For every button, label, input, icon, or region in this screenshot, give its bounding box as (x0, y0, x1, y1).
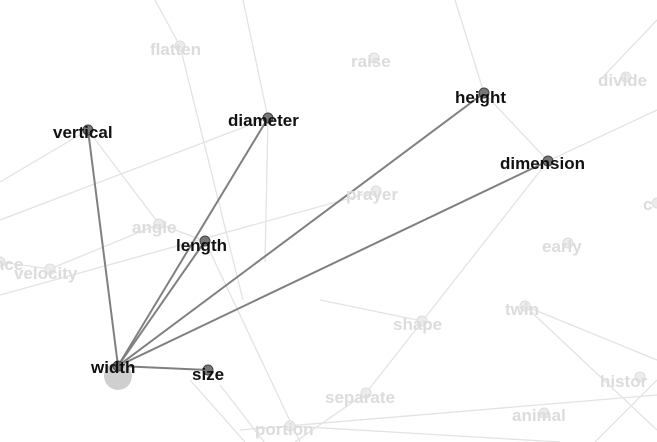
faded-edge (49, 223, 160, 270)
faded-edge (204, 240, 301, 442)
faded-edge (154, 0, 181, 47)
label-portion: portion (255, 420, 314, 439)
faded-edge (264, 117, 269, 263)
edge-width-size (117, 365, 209, 371)
faded-edge (0, 129, 89, 183)
label-length: length (176, 236, 227, 255)
node-raise[interactable] (368, 52, 380, 64)
node-distance[interactable] (0, 256, 6, 268)
faded-edge (219, 384, 265, 442)
faded-edge (239, 394, 657, 431)
faded-edge (87, 129, 160, 225)
focus-halo (104, 362, 132, 390)
label-divide: divide (598, 71, 647, 90)
faded-edge (365, 160, 549, 394)
label-width: width (90, 358, 135, 377)
label-raise: raise (351, 52, 391, 71)
faded-edge (242, 0, 269, 119)
edge-width-height (117, 92, 485, 367)
label-flatten: flatten (150, 40, 201, 59)
edge-width-diameter (117, 117, 269, 367)
node-history[interactable] (634, 371, 646, 383)
faded-edge (158, 223, 206, 242)
label-size: size (192, 365, 224, 384)
label-animal: animal (512, 406, 566, 425)
node-separate[interactable] (360, 387, 372, 399)
faded-edge (0, 261, 51, 270)
faded-edge (0, 117, 269, 221)
faded-edge (294, 392, 367, 442)
faded-edge (319, 299, 423, 322)
faded-edge (454, 0, 485, 94)
label-twin: twin (505, 300, 539, 319)
node-portion[interactable] (284, 420, 296, 432)
node-prayer[interactable] (370, 185, 382, 197)
node-size[interactable] (202, 364, 214, 376)
label-velocity: velocity (14, 264, 78, 283)
faded-nodes: flatten raise divide prayer angle velocitynce… (0, 40, 657, 439)
label-dimension: dimension (500, 154, 585, 173)
faded-edge (547, 109, 657, 162)
node-divide[interactable] (620, 71, 632, 83)
node-animal[interactable] (538, 407, 550, 419)
node-flatten[interactable] (174, 40, 186, 52)
faded-edge (599, 19, 657, 81)
node-width[interactable] (112, 360, 124, 372)
edge-width-length (117, 240, 206, 367)
node-angle[interactable] (153, 218, 165, 230)
node-edge_c[interactable] (651, 197, 657, 209)
label-vertical: vertical (53, 123, 113, 142)
label-prayer: prayer (346, 185, 398, 204)
node-velocity[interactable] (44, 263, 56, 275)
node-dimension[interactable] (542, 155, 554, 167)
node-height[interactable] (478, 87, 490, 99)
label-distance: nce (0, 255, 23, 274)
faded-edge (594, 379, 657, 442)
faded-edge (524, 305, 657, 431)
label-early: early (542, 237, 582, 256)
edge-width-vertical (87, 129, 119, 367)
label-shape: shape (393, 315, 442, 334)
faded-edge (0, 190, 377, 296)
node-vertical[interactable] (82, 124, 94, 136)
active-edges (87, 92, 549, 371)
edge-width-dimension (117, 160, 549, 367)
label-angle: angle (132, 218, 176, 237)
label-height: height (455, 88, 506, 107)
node-diameter[interactable] (262, 112, 274, 124)
node-twin[interactable] (519, 300, 531, 312)
label-history: histor (600, 372, 648, 391)
faded-edge (483, 92, 549, 162)
label-separate: separate (325, 388, 395, 407)
node-length[interactable] (199, 235, 211, 247)
node-early[interactable] (562, 237, 574, 249)
node-shape[interactable] (416, 315, 428, 327)
faded-edge (179, 45, 244, 301)
label-diameter: diameter (228, 111, 299, 130)
faded-edge (189, 379, 246, 442)
faded-edge (289, 425, 561, 442)
faded-edge (524, 305, 657, 361)
label-edge_c: c (643, 195, 652, 214)
active-nodes: width vertical diameter height dimension leng… (53, 87, 585, 390)
